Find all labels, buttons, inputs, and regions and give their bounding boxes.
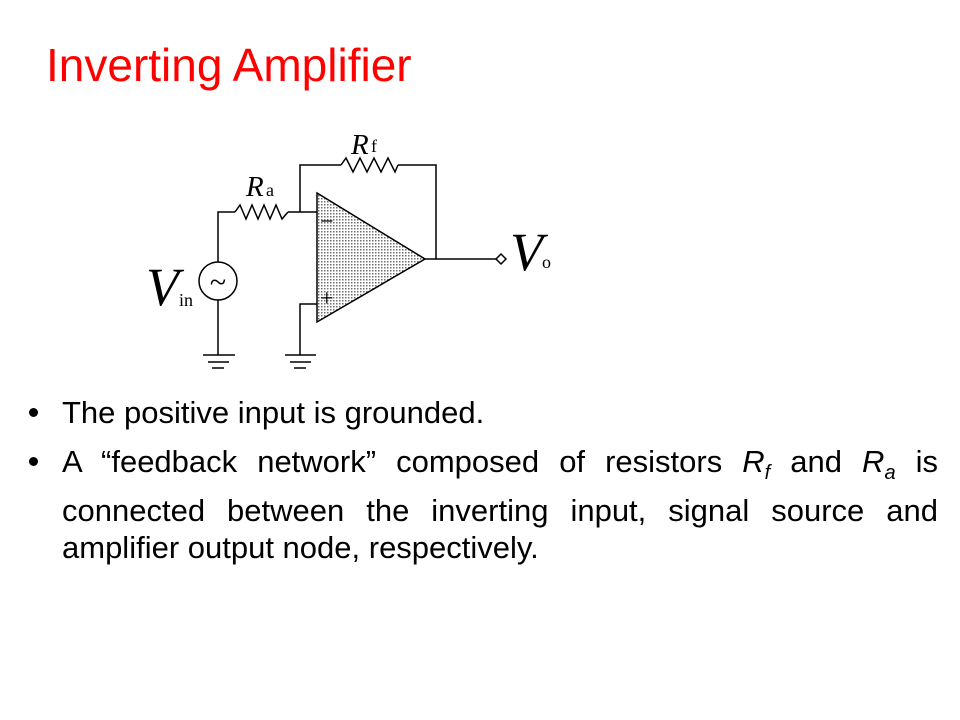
ra-subscript: a — [266, 180, 274, 200]
bullet-dot — [29, 408, 38, 417]
inverting-sign: − — [320, 209, 334, 235]
bullet-text-part1: A “feedback network” composed of resisto… — [62, 444, 743, 479]
vo-subscript: o — [542, 252, 551, 272]
slide-title: Inverting Amplifier — [46, 39, 412, 91]
bullet-text-part3: is connected between the inverting input… — [62, 444, 938, 565]
bullet-item: A “feedback network” composed of resisto… — [29, 443, 938, 566]
rf-symbol-sub: f — [764, 462, 771, 484]
vin-subscript: in — [179, 290, 193, 310]
source-tilde: ~ — [210, 266, 226, 299]
ra-symbol-sub: a — [884, 462, 896, 484]
ra-label: R — [245, 171, 264, 203]
ac-source — [198, 261, 238, 301]
rf-subscript: f — [371, 136, 377, 156]
rf-symbol: R — [742, 444, 765, 479]
bullet-item: The positive input is grounded. — [29, 394, 938, 431]
ra-resistor — [234, 203, 289, 221]
ra-symbol: R — [862, 444, 885, 479]
vo-label: V — [510, 222, 549, 282]
output-terminal — [494, 252, 508, 266]
vin-label: V — [146, 257, 185, 317]
bullet-dot — [29, 457, 38, 466]
op-amp-triangle — [316, 191, 427, 324]
bullet-text-part2: and — [770, 444, 863, 479]
rf-label: R — [350, 129, 369, 161]
noninverting-sign: + — [320, 286, 334, 312]
circuit-wires — [203, 156, 496, 369]
rf-resistor — [340, 156, 399, 174]
bullet-list: The positive input is grounded. A “feedb… — [29, 394, 938, 578]
bullet-text: The positive input is grounded. — [62, 395, 485, 430]
